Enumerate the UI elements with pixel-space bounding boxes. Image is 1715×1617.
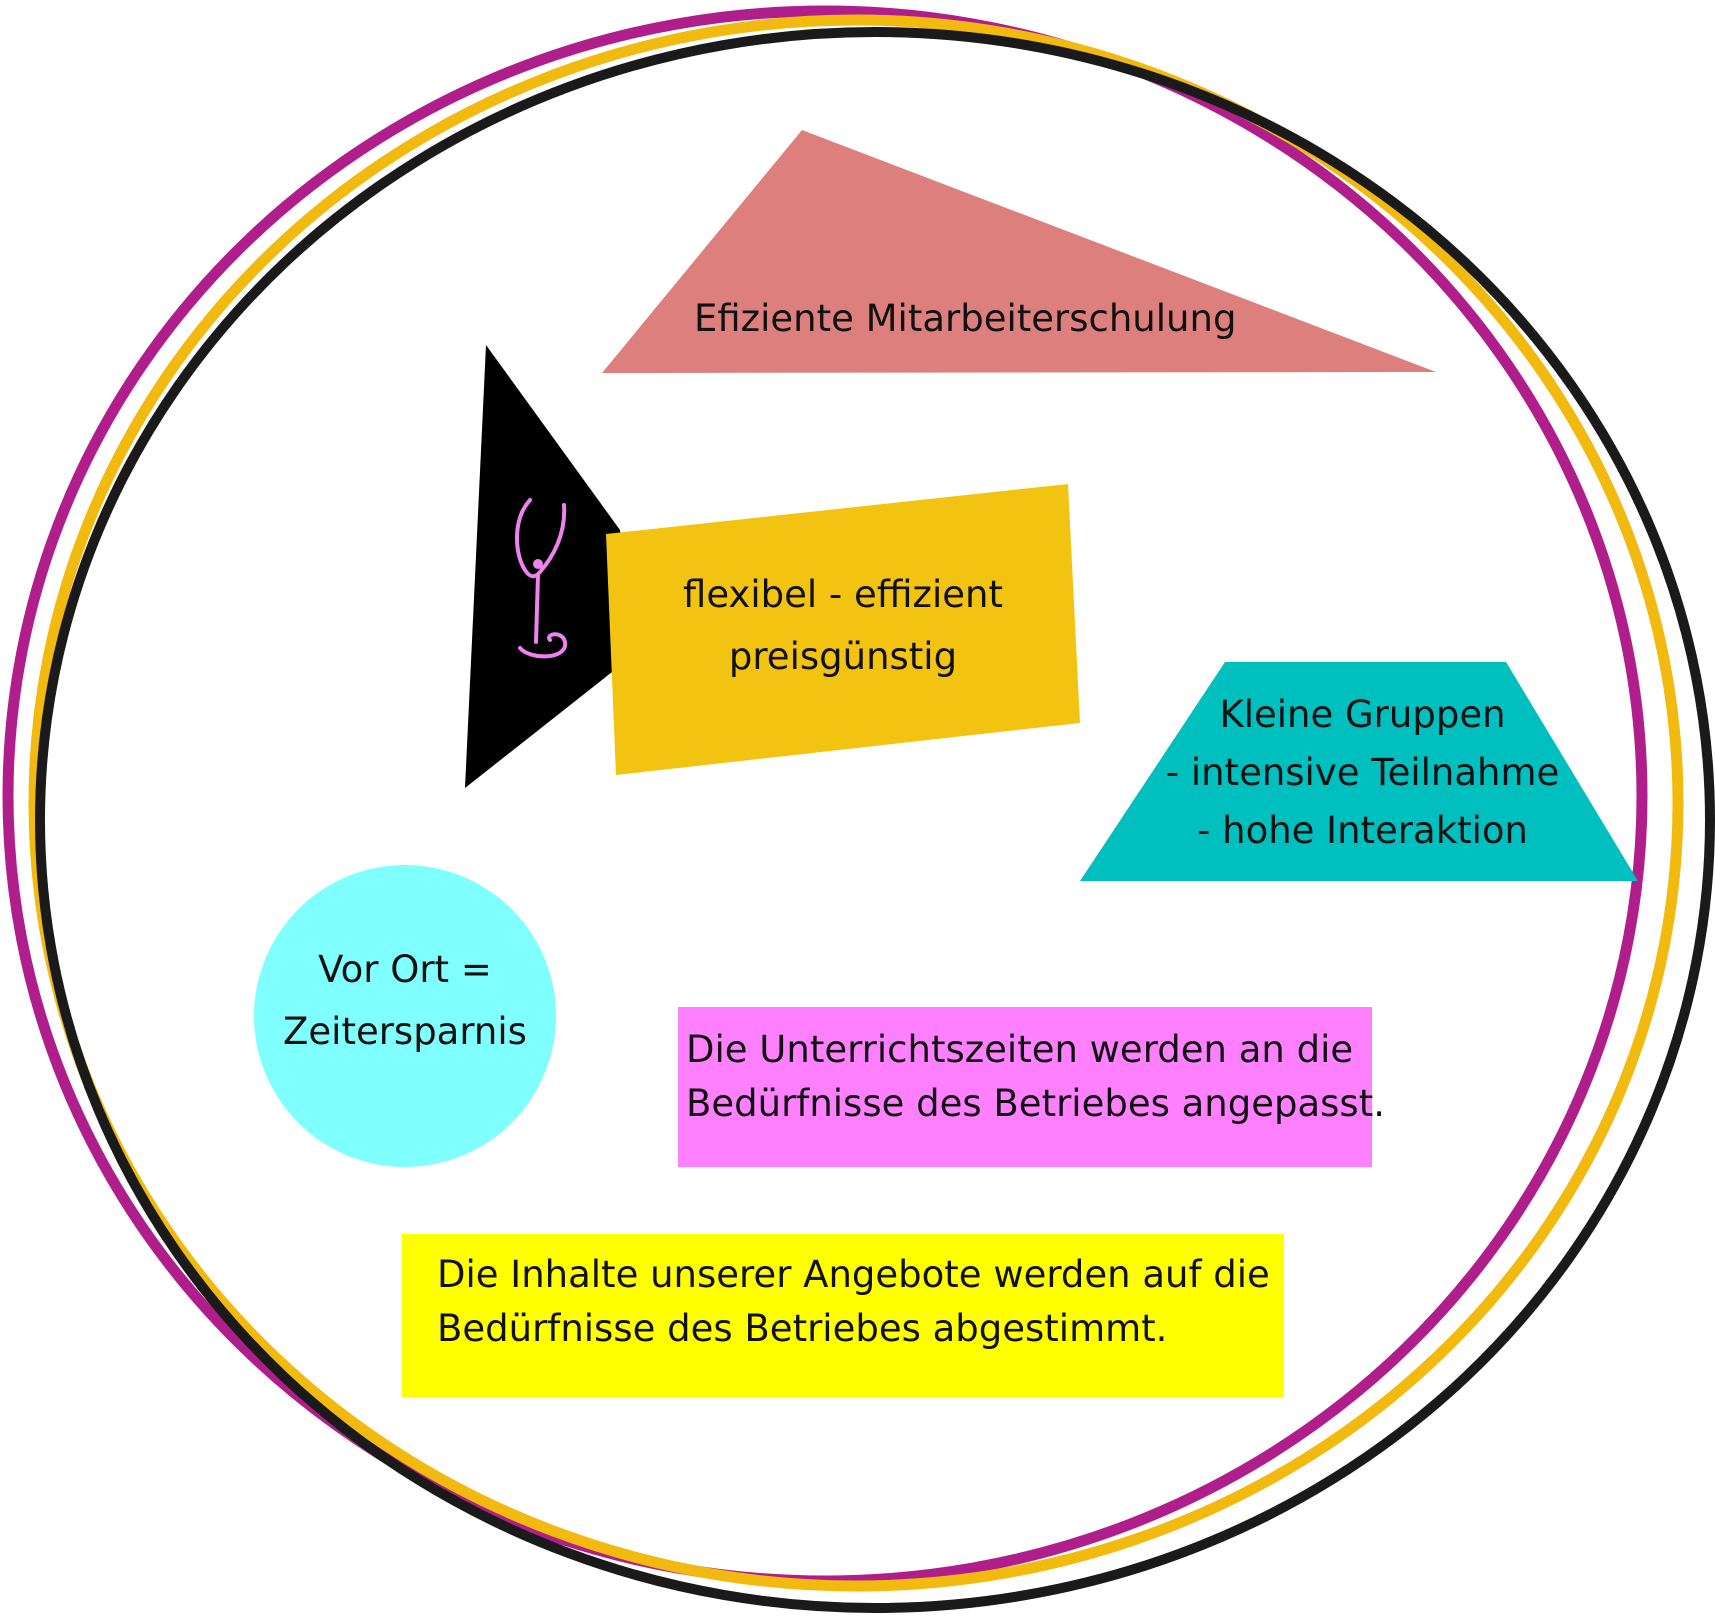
trapezoid-line-3: - hohe Interaktion — [1197, 808, 1528, 852]
pink-box-line-2: Bedürfnisse des Betriebes angepasst. — [686, 1081, 1385, 1125]
wine-glass-icon — [515, 498, 568, 659]
yellow-box-text: flexibel - effizient preisgünstig — [643, 570, 1043, 682]
yellow-box-line-2: preisgünstig — [728, 634, 958, 678]
bottom-box-line-1: Die Inhalte unserer Angebote werden auf … — [437, 1253, 1270, 1296]
triangle-label: Efiziente Mitarbeiterschulung — [694, 297, 1237, 340]
trapezoid-line-1: Kleine Gruppen — [1219, 693, 1506, 736]
pink-box — [678, 1007, 1372, 1167]
black-shape — [465, 345, 640, 788]
circle-line-2: Zeitersparnis — [283, 1009, 527, 1053]
inner-ring-black — [35, 27, 1715, 1613]
yellow-box-line-1: flexibel - effizient — [683, 573, 1003, 616]
circle-text: Vor Ort = Zeitersparnis — [265, 945, 545, 1057]
cyan-circle — [254, 865, 556, 1167]
top-triangle — [602, 130, 1436, 373]
wine-glass-dot — [533, 559, 543, 569]
circle-line-1: Vor Ort = — [318, 948, 492, 991]
teal-trapezoid — [1080, 662, 1638, 881]
trapezoid-text: Kleine Gruppen - intensive Teilnahme - h… — [1140, 690, 1585, 856]
middle-ring-yellow — [28, 14, 1684, 1592]
yellow-box — [606, 484, 1080, 775]
bottom-box-line-2: Bedürfnisse des Betriebes abgestimmt. — [437, 1306, 1168, 1350]
bottom-yellow-box — [402, 1234, 1284, 1397]
bottom-box-text: Die Inhalte unserer Angebote werden auf … — [437, 1250, 1270, 1354]
pink-box-text: Die Unterrichtszeiten werden an die Bedü… — [686, 1025, 1385, 1129]
trapezoid-line-2: - intensive Teilnahme — [1165, 750, 1560, 794]
pink-box-line-1: Die Unterrichtszeiten werden an die — [686, 1028, 1354, 1071]
